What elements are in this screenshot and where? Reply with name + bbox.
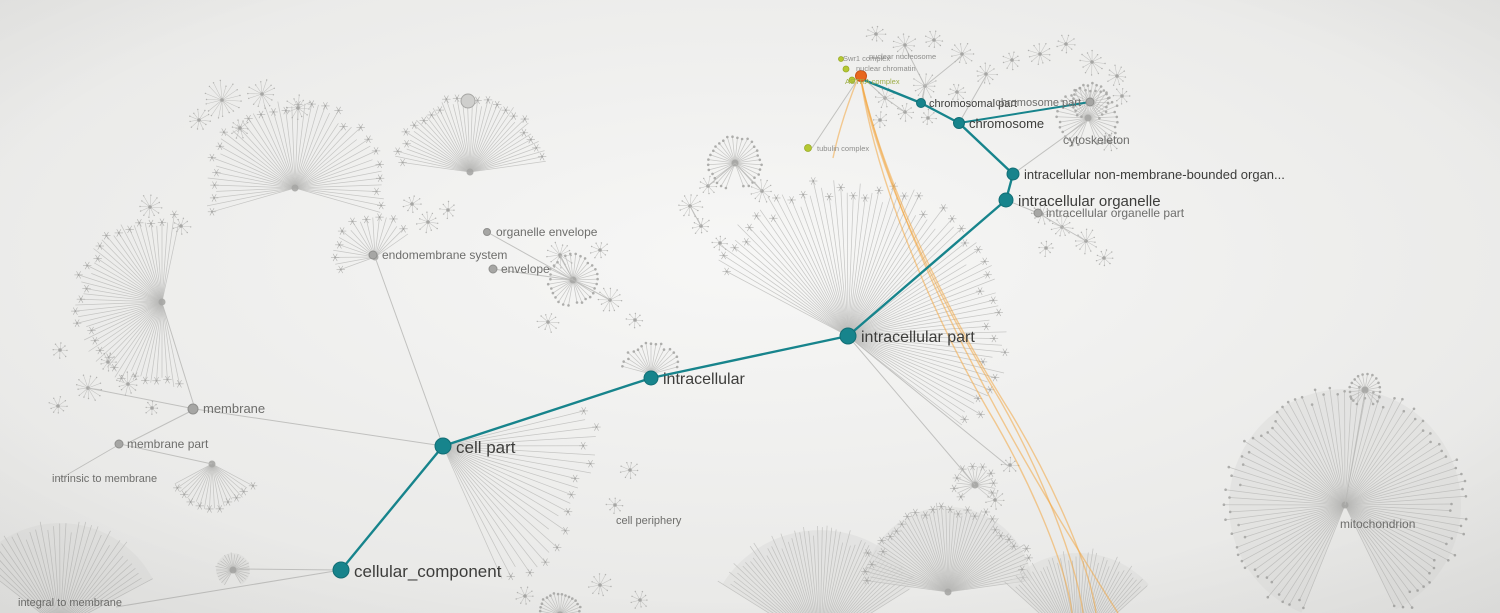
node-label-envelope: envelope	[501, 262, 550, 276]
node-label-cytoskeleton: cytoskeleton	[1063, 133, 1130, 147]
node-label-intracellular-part: intracellular part	[861, 329, 975, 346]
node-label-endomembrane-system: endomembrane system	[382, 248, 507, 262]
graph-node-intracellular-nmb-organelle[interactable]	[1006, 167, 1020, 181]
graph-node-organelle-envelope[interactable]	[483, 228, 491, 236]
node-label-cell-periphery: cell periphery	[616, 515, 682, 527]
graph-node-intracellular-organelle[interactable]	[998, 192, 1014, 208]
graph-node-chromosomal-part[interactable]	[916, 98, 926, 108]
graph-node-membrane-part[interactable]	[114, 439, 124, 449]
node-label-integral-to-membrane: integral to membrane	[18, 597, 122, 609]
node-label-intracellular-nmb-organelle: intracellular non-membrane-bounded organ…	[1024, 167, 1285, 182]
node-label-cellular-component: cellular_component	[354, 562, 502, 581]
graph-node-envelope[interactable]	[488, 264, 498, 274]
tiny-label: tubulin complex	[817, 144, 869, 153]
graph-node-highlight-green[interactable]	[842, 65, 850, 73]
graph-node-chromosome[interactable]	[953, 117, 965, 129]
node-label-intrinsic-to-membrane: intrinsic to membrane	[52, 473, 157, 485]
node-label-membrane: membrane	[203, 401, 265, 416]
node-label-chromosome: chromosome	[969, 116, 1044, 131]
graph-node-intracellular[interactable]	[643, 370, 659, 386]
node-label-cell-part: cell part	[456, 438, 516, 457]
node-label-intracellular: intracellular	[663, 371, 745, 388]
node-label-chromosome-part: chromosome part	[995, 97, 1081, 109]
node-label-membrane-part: membrane part	[127, 437, 209, 451]
graph-node-intracellular-part[interactable]	[839, 327, 857, 345]
graph-node-cellular-component[interactable]	[332, 561, 350, 579]
graph-node-intracellular-organelle-part[interactable]	[1033, 208, 1043, 218]
graph-node-endomembrane-system[interactable]	[368, 250, 378, 260]
tiny-label: nuclear chromatin	[856, 64, 916, 73]
tiny-label: nuclear nucleosome	[869, 52, 936, 61]
graph-node-membrane[interactable]	[187, 403, 199, 415]
node-label-organelle-envelope: organelle envelope	[496, 225, 598, 239]
tiny-label: ASTRA complex	[845, 77, 900, 86]
node-label-intracellular-organelle-part: intracellular organelle part	[1046, 206, 1185, 220]
gray-ring-node[interactable]	[460, 93, 476, 109]
graph-node-chromosome-part[interactable]	[1085, 97, 1095, 107]
graph-node-cell-part[interactable]	[434, 437, 452, 455]
graph-node-highlight-green[interactable]	[804, 144, 812, 152]
node-label-mitochondrion: mitochondrion	[1340, 517, 1415, 531]
